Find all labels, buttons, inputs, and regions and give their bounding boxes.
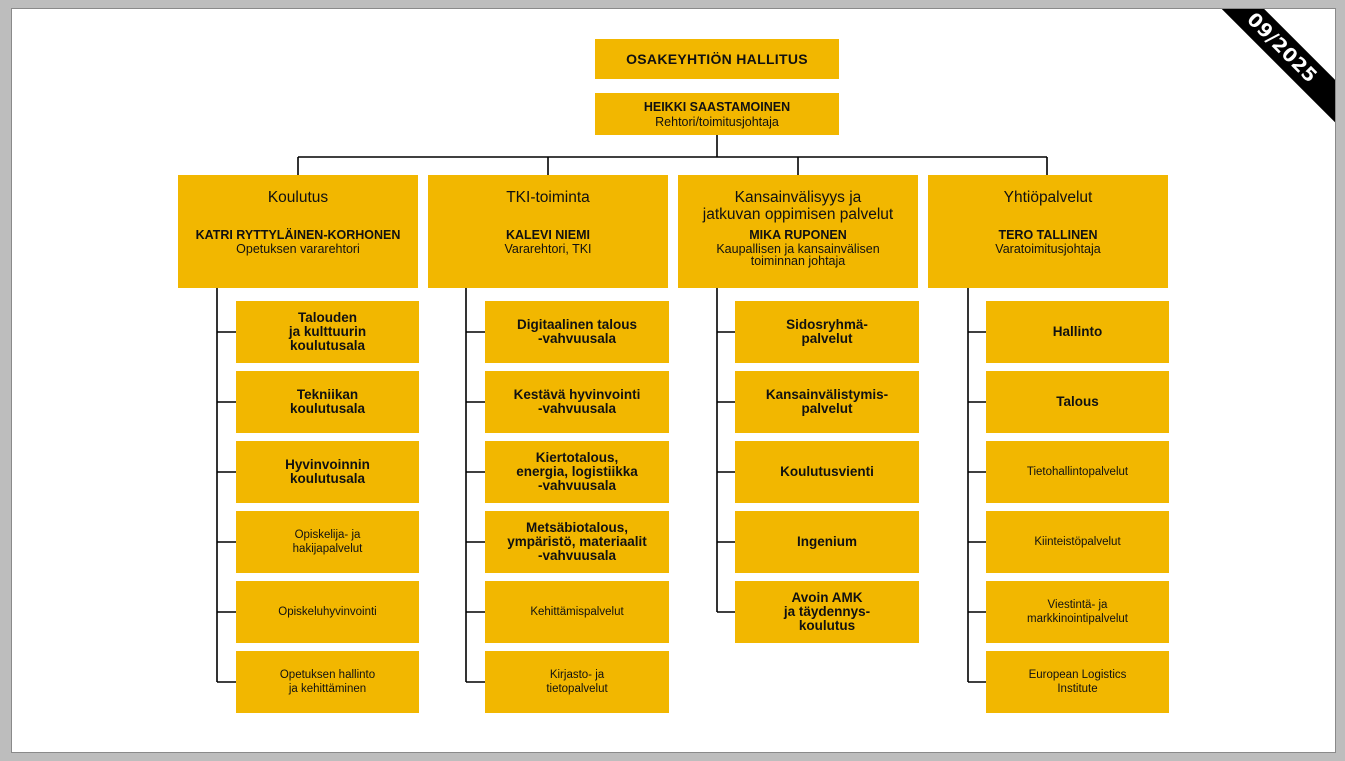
subunit-box: Kirjasto- ja tietopalvelut [485,651,669,713]
subunit-label: Tekniikan koulutusala [289,387,365,416]
subunit-box: European Logistics Institute [986,651,1169,713]
subunit-label: Digitaalinen talous -vahvuusala [516,317,638,346]
unit-leader: KATRI RYTTYLÄINEN-KORHONEN [195,228,401,242]
subunit-label: Talouden ja kulttuurin koulutusala [288,310,367,353]
subunit-box: Metsäbiotalous, ympäristö, materiaalit -… [485,511,669,573]
subunit-label: Kiertotalous, energia, logistiikka -vahv… [516,450,638,493]
subunit-label: Kirjasto- ja tietopalvelut [546,669,608,695]
unit-title: TKI-toiminta [506,189,590,206]
subunit-box: Opiskeluhyvinvointi [236,581,419,643]
subunit-box: Opiskelija- ja hakijapalvelut [236,511,419,573]
board-box: OSAKEYHTIÖN HALLITUS [595,39,839,79]
subunit-label: Metsäbiotalous, ympäristö, materiaalit -… [507,520,647,563]
subunit-label: Kansainvälistymis- palvelut [765,387,889,416]
connector-lines [216,135,1048,683]
org-chart: OSAKEYHTIÖN HALLITUS HEIKKI SAASTAMOINEN… [11,8,1336,753]
unit-leader-role: Varatoimitusjohtaja [995,242,1101,256]
subunit-box: Hyvinvoinnin koulutusala [236,441,419,503]
subunit-label: European Logistics Institute [1028,669,1127,695]
subunit-label: Kehittämispalvelut [530,606,624,618]
subunit-box: Ingenium [735,511,919,573]
unit-head-3: Kansainvälisyys ja jatkuvan oppimisen pa… [678,175,918,288]
subunit-box: Sidosryhmä- palvelut [735,301,919,363]
subunit-label: Hallinto [1052,324,1103,339]
unit-title: Kansainvälisyys ja jatkuvan oppimisen pa… [702,189,894,223]
subunit-box: Kansainvälistymis- palvelut [735,371,919,433]
rector-name: HEIKKI SAASTAMOINEN [643,99,791,114]
subunit-box: Koulutusvienti [735,441,919,503]
subunit-box: Talouden ja kulttuurin koulutusala [236,301,419,363]
unit-leader: KALEVI NIEMI [505,228,591,242]
board-title: OSAKEYHTIÖN HALLITUS [626,51,808,67]
unit-leader-role: Opetuksen vararehtori [236,242,360,256]
subunit-label: Opiskelija- ja hakijapalvelut [292,529,363,555]
subunit-label: Viestintä- ja markkinointipalvelut [1027,599,1128,625]
subunit-label: Koulutusvienti [780,464,874,479]
unit-leader-role: Kaupallisen ja kansainvälisen toiminnan … [716,242,880,268]
unit-leader: MIKA RUPONEN [749,228,847,242]
subunit-label: Tietohallintopalvelut [1026,466,1129,478]
subunit-label: Opetuksen hallinto ja kehittäminen [279,669,376,695]
subunit-label: Avoin AMK ja täydennys- koulutus [783,590,871,633]
subunit-box: Opetuksen hallinto ja kehittäminen [236,651,419,713]
unit-title: Koulutus [267,189,329,206]
subunit-box: Tietohallintopalvelut [986,441,1169,503]
subunit-box: Digitaalinen talous -vahvuusala [485,301,669,363]
subunit-box: Viestintä- ja markkinointipalvelut [986,581,1169,643]
unit-leader-role: Vararehtori, TKI [504,242,592,256]
subunit-label: Opiskeluhyvinvointi [278,606,377,618]
subunit-label: Sidosryhmä- palvelut [786,317,868,346]
subunit-label: Hyvinvoinnin koulutusala [285,457,370,486]
subunit-label: Ingenium [797,534,857,549]
subunit-box: Kehittämispalvelut [485,581,669,643]
subunit-label: Kestävä hyvinvointi -vahvuusala [513,387,641,416]
subunit-label: Talous [1056,394,1099,409]
subunit-box: Avoin AMK ja täydennys- koulutus [735,581,919,643]
rector-role: Rehtori/toimitusjohtaja [655,114,779,129]
rector-box: HEIKKI SAASTAMOINEN Rehtori/toimitusjoht… [595,93,839,135]
subunit-box: Talous [986,371,1169,433]
subunit-box: Kiinteistöpalvelut [986,511,1169,573]
unit-leader: TERO TALLINEN [998,228,1098,242]
subunit-box: Kestävä hyvinvointi -vahvuusala [485,371,669,433]
unit-title: Yhtiöpalvelut [1003,189,1093,206]
subunit-box: Tekniikan koulutusala [236,371,419,433]
subunit-box: Kiertotalous, energia, logistiikka -vahv… [485,441,669,503]
subunit-label: Kiinteistöpalvelut [1034,536,1121,548]
subunit-box: Hallinto [986,301,1169,363]
